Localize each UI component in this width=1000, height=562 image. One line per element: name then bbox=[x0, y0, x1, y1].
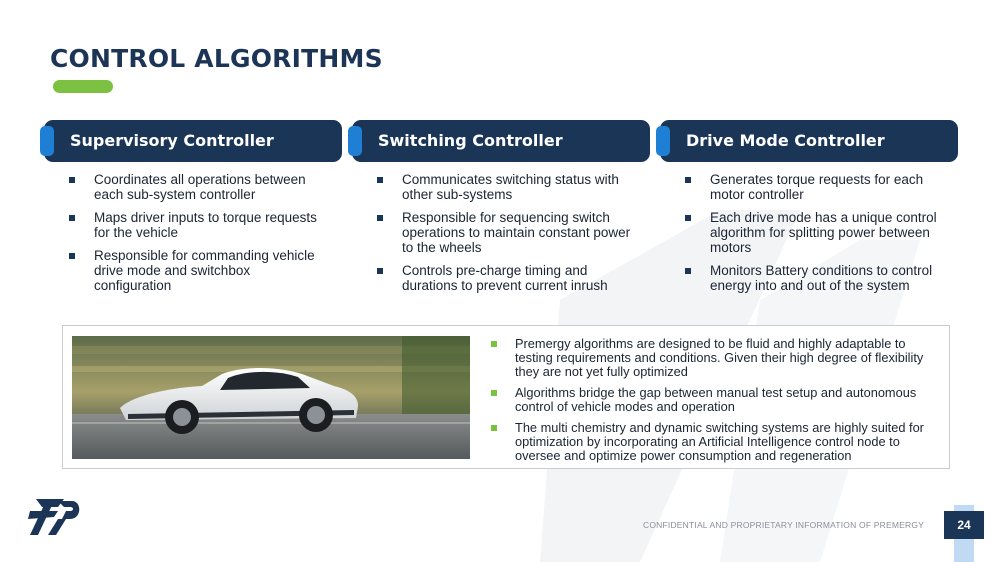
list-item: Coordinates all operations between each … bbox=[69, 172, 329, 202]
bullet-square-icon bbox=[69, 253, 75, 259]
list-item: Communicates switching status with other… bbox=[377, 172, 637, 202]
title-accent-bar bbox=[53, 80, 113, 93]
list-item: Maps driver inputs to torque requests fo… bbox=[69, 210, 329, 240]
header-drive-mode-controller: Drive Mode Controller bbox=[656, 120, 958, 162]
bullet-square-icon bbox=[69, 177, 75, 183]
bullet-square-icon bbox=[685, 268, 691, 274]
list-item: Responsible for sequencing switch operat… bbox=[377, 210, 637, 255]
page-number: 24 bbox=[944, 511, 984, 539]
bullet-square-icon bbox=[491, 390, 497, 396]
bullet-square-icon bbox=[377, 268, 383, 274]
bullet-square-icon bbox=[491, 341, 497, 347]
page-title: CONTROL ALGORITHMS bbox=[50, 44, 383, 73]
header-switching-controller: Switching Controller bbox=[348, 120, 650, 162]
header-accent bbox=[656, 126, 670, 156]
summary-bullet-list: Premergy algorithms are designed to be f… bbox=[491, 337, 943, 470]
list-item: Generates torque requests for each motor… bbox=[685, 172, 945, 202]
header-label: Drive Mode Controller bbox=[686, 131, 885, 150]
bullet-square-icon bbox=[69, 215, 75, 221]
bullet-square-icon bbox=[377, 215, 383, 221]
supervisory-bullet-list: Coordinates all operations between each … bbox=[69, 172, 329, 301]
bullet-square-icon bbox=[491, 425, 497, 431]
bullet-square-icon bbox=[377, 177, 383, 183]
bullet-square-icon bbox=[685, 177, 691, 183]
list-item: Monitors Battery conditions to control e… bbox=[685, 263, 945, 293]
list-item: Controls pre-charge timing and durations… bbox=[377, 263, 637, 293]
header-label: Switching Controller bbox=[378, 131, 563, 150]
list-item: Responsible for commanding vehicle drive… bbox=[69, 248, 329, 293]
confidential-notice: CONFIDENTIAL AND PROPRIETARY INFORMATION… bbox=[643, 520, 925, 530]
header-label: Supervisory Controller bbox=[70, 131, 274, 150]
list-item: The multi chemistry and dynamic switchin… bbox=[491, 421, 943, 463]
header-accent bbox=[40, 126, 54, 156]
list-item: Premergy algorithms are designed to be f… bbox=[491, 337, 943, 379]
switching-bullet-list: Communicates switching status with other… bbox=[377, 172, 637, 301]
premergy-logo-icon bbox=[28, 499, 80, 535]
bullet-square-icon bbox=[685, 215, 691, 221]
list-item: Algorithms bridge the gap between manual… bbox=[491, 386, 943, 414]
header-supervisory-controller: Supervisory Controller bbox=[40, 120, 342, 162]
header-accent bbox=[348, 126, 362, 156]
car-photo bbox=[72, 336, 470, 459]
drive-mode-bullet-list: Generates torque requests for each motor… bbox=[685, 172, 945, 301]
list-item: Each drive mode has a unique control alg… bbox=[685, 210, 945, 255]
